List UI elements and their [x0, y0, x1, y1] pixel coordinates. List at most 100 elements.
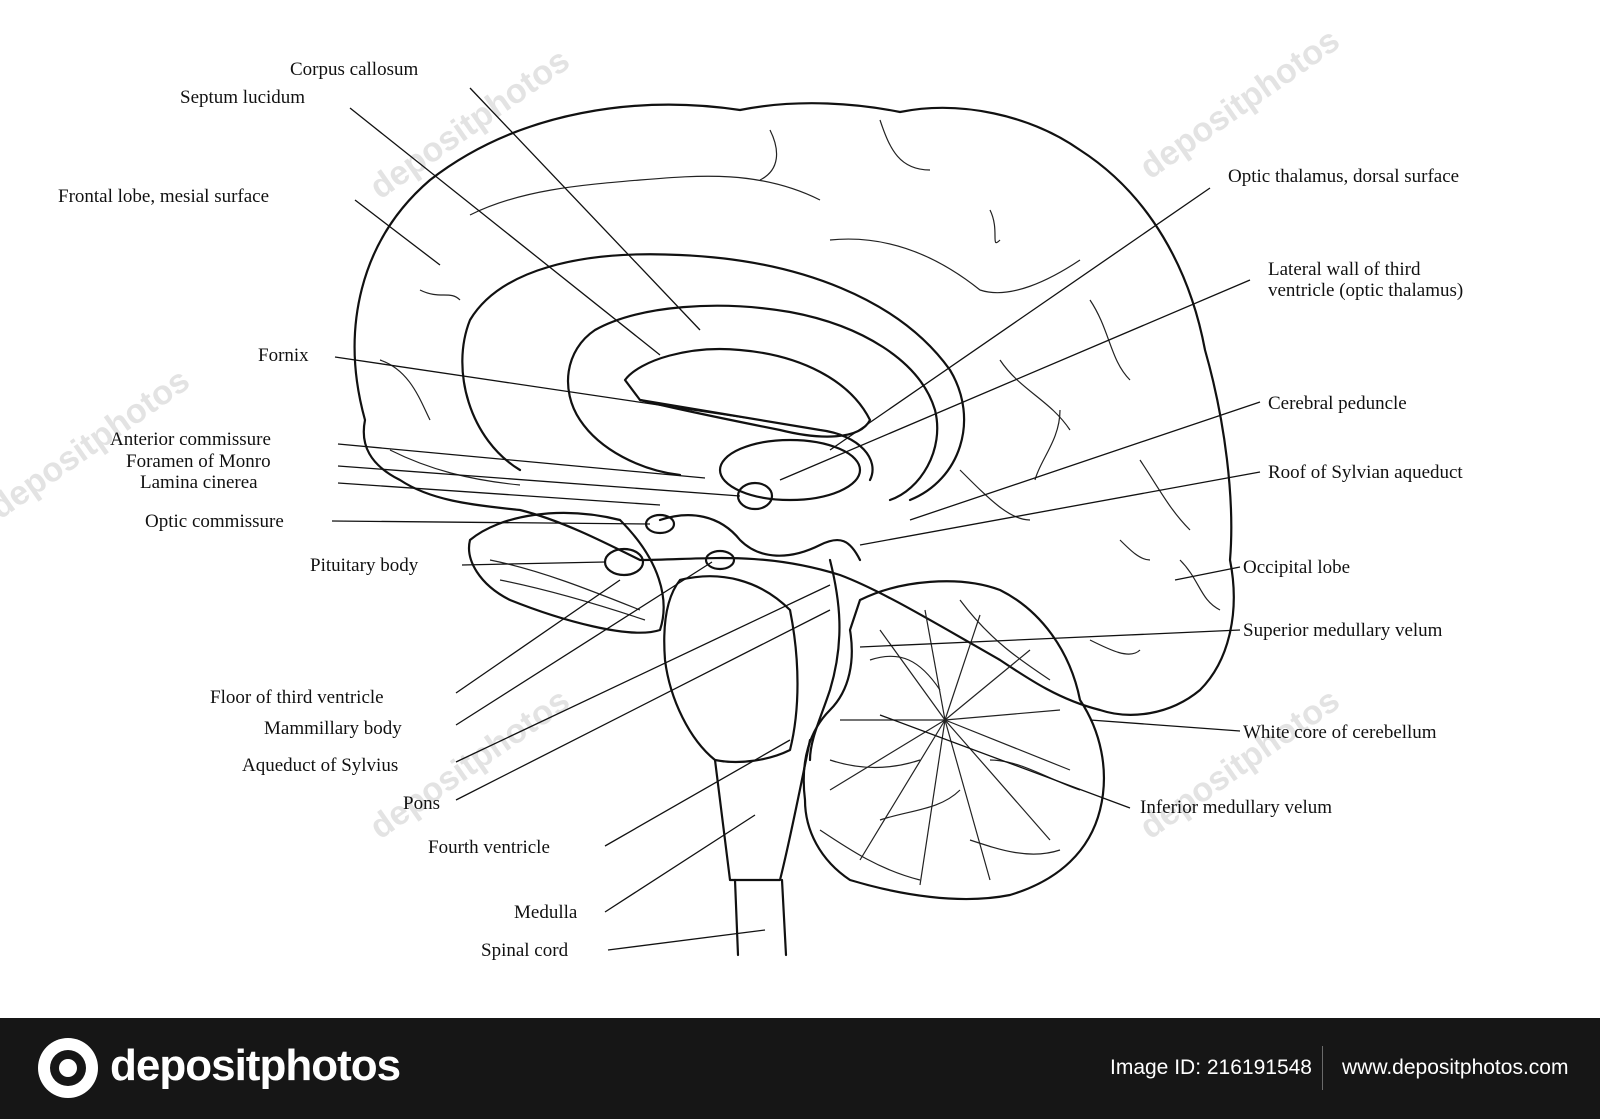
label-floor-third-ventricle: Floor of third ventricle — [210, 687, 384, 708]
watermark-text: depositphotos — [1133, 681, 1347, 846]
leader-line — [455, 609, 831, 801]
cerebellum-folia — [879, 789, 961, 821]
cortex-sulcus — [989, 209, 1001, 244]
label-optic-commissure: Optic commissure — [145, 511, 284, 532]
brain-sagittal-diagram: depositphotos depositphotos depositphoto… — [0, 21, 1463, 961]
label-roof-sylvian-aqueduct: Roof of Sylvian aqueduct — [1268, 462, 1463, 483]
label-pituitary-body: Pituitary body — [310, 555, 419, 576]
temporal-lobe — [467, 511, 665, 634]
anatomy-labels: Corpus callosum Septum lucidum Frontal l… — [58, 59, 1463, 961]
label-fornix: Fornix — [258, 345, 309, 366]
corpus-callosum-inner — [566, 304, 939, 502]
cerebellum-folia — [944, 719, 1071, 771]
cerebellum-folia — [859, 719, 946, 861]
cerebellum-folia — [944, 719, 1051, 841]
cortex-sulcus — [1034, 409, 1061, 481]
leader-line — [455, 584, 831, 763]
cerebellum-folia — [944, 649, 1031, 721]
leader-line — [1174, 566, 1241, 581]
cortex-sulcus — [879, 119, 931, 171]
leader-line — [337, 465, 741, 497]
footer-site-url: www.depositphotos.com — [1342, 1056, 1569, 1079]
label-lateral-wall-line1: Lateral wall of third — [1268, 259, 1421, 280]
label-superior-medullary-velum: Superior medullary velum — [1243, 620, 1443, 641]
thalamus — [718, 438, 862, 502]
label-septum-lucidum: Septum lucidum — [180, 87, 305, 108]
cortex-sulcus — [1139, 459, 1191, 531]
spinal-cord-shape — [733, 878, 788, 957]
cortex-sulcus — [829, 238, 1081, 294]
cerebellum-folia — [819, 829, 921, 881]
optic-chiasm — [644, 513, 676, 535]
cerebellum-folia — [829, 759, 921, 769]
cerebellum-folia — [959, 599, 1051, 681]
leader-line — [604, 739, 791, 847]
cortex-sulcus — [1089, 639, 1141, 655]
label-occipital-lobe: Occipital lobe — [1243, 557, 1350, 578]
label-lateral-wall-line2: ventricle (optic thalamus) — [1268, 280, 1463, 301]
leader-line — [469, 87, 701, 331]
label-anterior-commissure: Anterior commissure — [110, 429, 271, 450]
leader-line — [829, 187, 1211, 451]
cerebellum-folia — [919, 719, 946, 886]
label-frontal-lobe: Frontal lobe, mesial surface — [58, 186, 269, 207]
leader-line — [337, 482, 661, 506]
cortex-sulcus — [419, 289, 461, 301]
stock-footer-bar: depositphotos Image ID: 216191548 www.de… — [0, 1018, 1600, 1119]
temporal-hatching — [499, 579, 646, 621]
depositphotos-logo-icon — [38, 1038, 98, 1098]
label-lamina-cinerea: Lamina cinerea — [140, 472, 258, 493]
third-ventricle-floor — [658, 514, 862, 562]
medulla-shape — [713, 738, 812, 882]
leader-line — [354, 199, 441, 266]
label-medulla: Medulla — [514, 902, 578, 923]
leader-line — [859, 629, 1241, 648]
label-white-core-cerebellum: White core of cerebellum — [1243, 722, 1437, 743]
label-fourth-ventricle: Fourth ventricle — [428, 837, 550, 858]
label-inferior-medullary-velum: Inferior medullary velum — [1140, 797, 1332, 818]
leader-lines — [331, 87, 1261, 951]
leader-line — [607, 929, 766, 951]
leader-line — [334, 356, 761, 421]
cortex-sulcus — [1179, 559, 1221, 611]
fornix-band — [638, 398, 874, 482]
cerebellum-folia — [944, 709, 1061, 721]
cerebellum-folia — [944, 614, 981, 721]
cortex-sulcus — [1089, 299, 1131, 381]
leader-line — [1089, 719, 1241, 732]
footer-logo-text: depositphotos — [110, 1041, 401, 1090]
cerebellum-folia — [989, 759, 1081, 791]
cortex-sulcus — [469, 175, 821, 216]
leader-line — [455, 561, 713, 726]
temporal-hatching — [489, 559, 641, 611]
aqueduct-line — [808, 558, 841, 762]
footer-image-id: Image ID: 216191548 — [1110, 1056, 1312, 1079]
cerebellum-folia — [944, 719, 991, 881]
label-optic-thalamus-dorsal: Optic thalamus, dorsal surface — [1228, 166, 1459, 187]
watermark-text: depositphotos — [1133, 21, 1347, 186]
cortex-sulcus — [379, 359, 431, 421]
pons-shape — [663, 575, 799, 764]
leader-line — [604, 814, 756, 913]
septum-lucidum-area — [623, 347, 872, 438]
cerebellum-folia — [969, 839, 1061, 855]
label-corpus-callosum: Corpus callosum — [290, 59, 418, 80]
label-cerebral-peduncle: Cerebral peduncle — [1268, 393, 1407, 414]
leader-line — [455, 579, 621, 694]
leader-line — [349, 107, 661, 356]
cortex-sulcus — [1119, 539, 1151, 561]
corpus-callosum-outer — [461, 253, 966, 502]
leader-line — [879, 714, 1131, 809]
cerebrum-illustration — [353, 102, 1235, 957]
label-spinal-cord: Spinal cord — [481, 940, 569, 961]
cerebellum-outline — [802, 580, 1106, 901]
label-foramen-of-monro: Foramen of Monro — [126, 451, 271, 472]
leader-line — [779, 279, 1251, 481]
cortex-sulcus — [959, 469, 1031, 521]
label-aqueduct-of-sylvius: Aqueduct of Sylvius — [242, 755, 398, 776]
cerebellum-folia — [924, 609, 946, 721]
cerebellum-folia — [869, 655, 941, 691]
label-pons: Pons — [403, 793, 440, 814]
cerebrum-outline — [353, 102, 1235, 716]
leader-line — [331, 520, 651, 525]
